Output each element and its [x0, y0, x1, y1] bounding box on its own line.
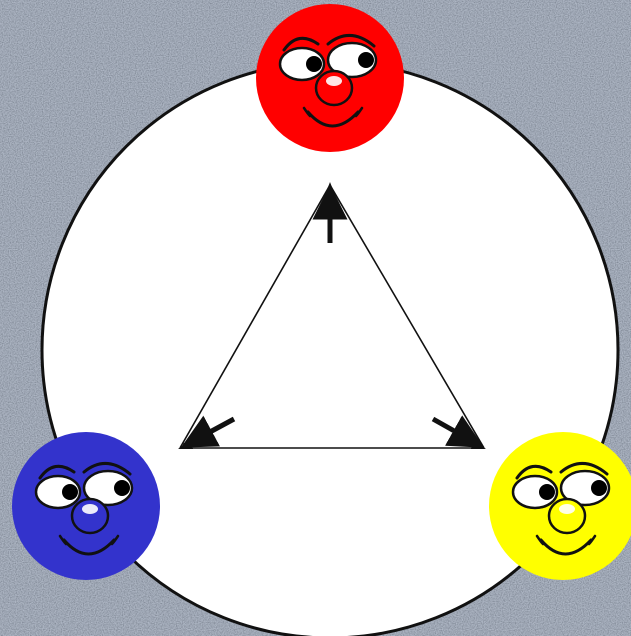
left-pupil — [62, 484, 78, 500]
right-pupil — [591, 480, 607, 496]
left-pupil — [539, 484, 555, 500]
nose-highlight — [326, 76, 342, 86]
blue-face — [12, 432, 160, 580]
yellow-face — [489, 432, 631, 580]
nose-highlight — [559, 504, 575, 514]
red-face — [256, 4, 404, 152]
nose-highlight — [82, 504, 98, 514]
right-pupil — [114, 480, 130, 496]
right-pupil — [358, 52, 374, 68]
left-pupil — [306, 56, 322, 72]
